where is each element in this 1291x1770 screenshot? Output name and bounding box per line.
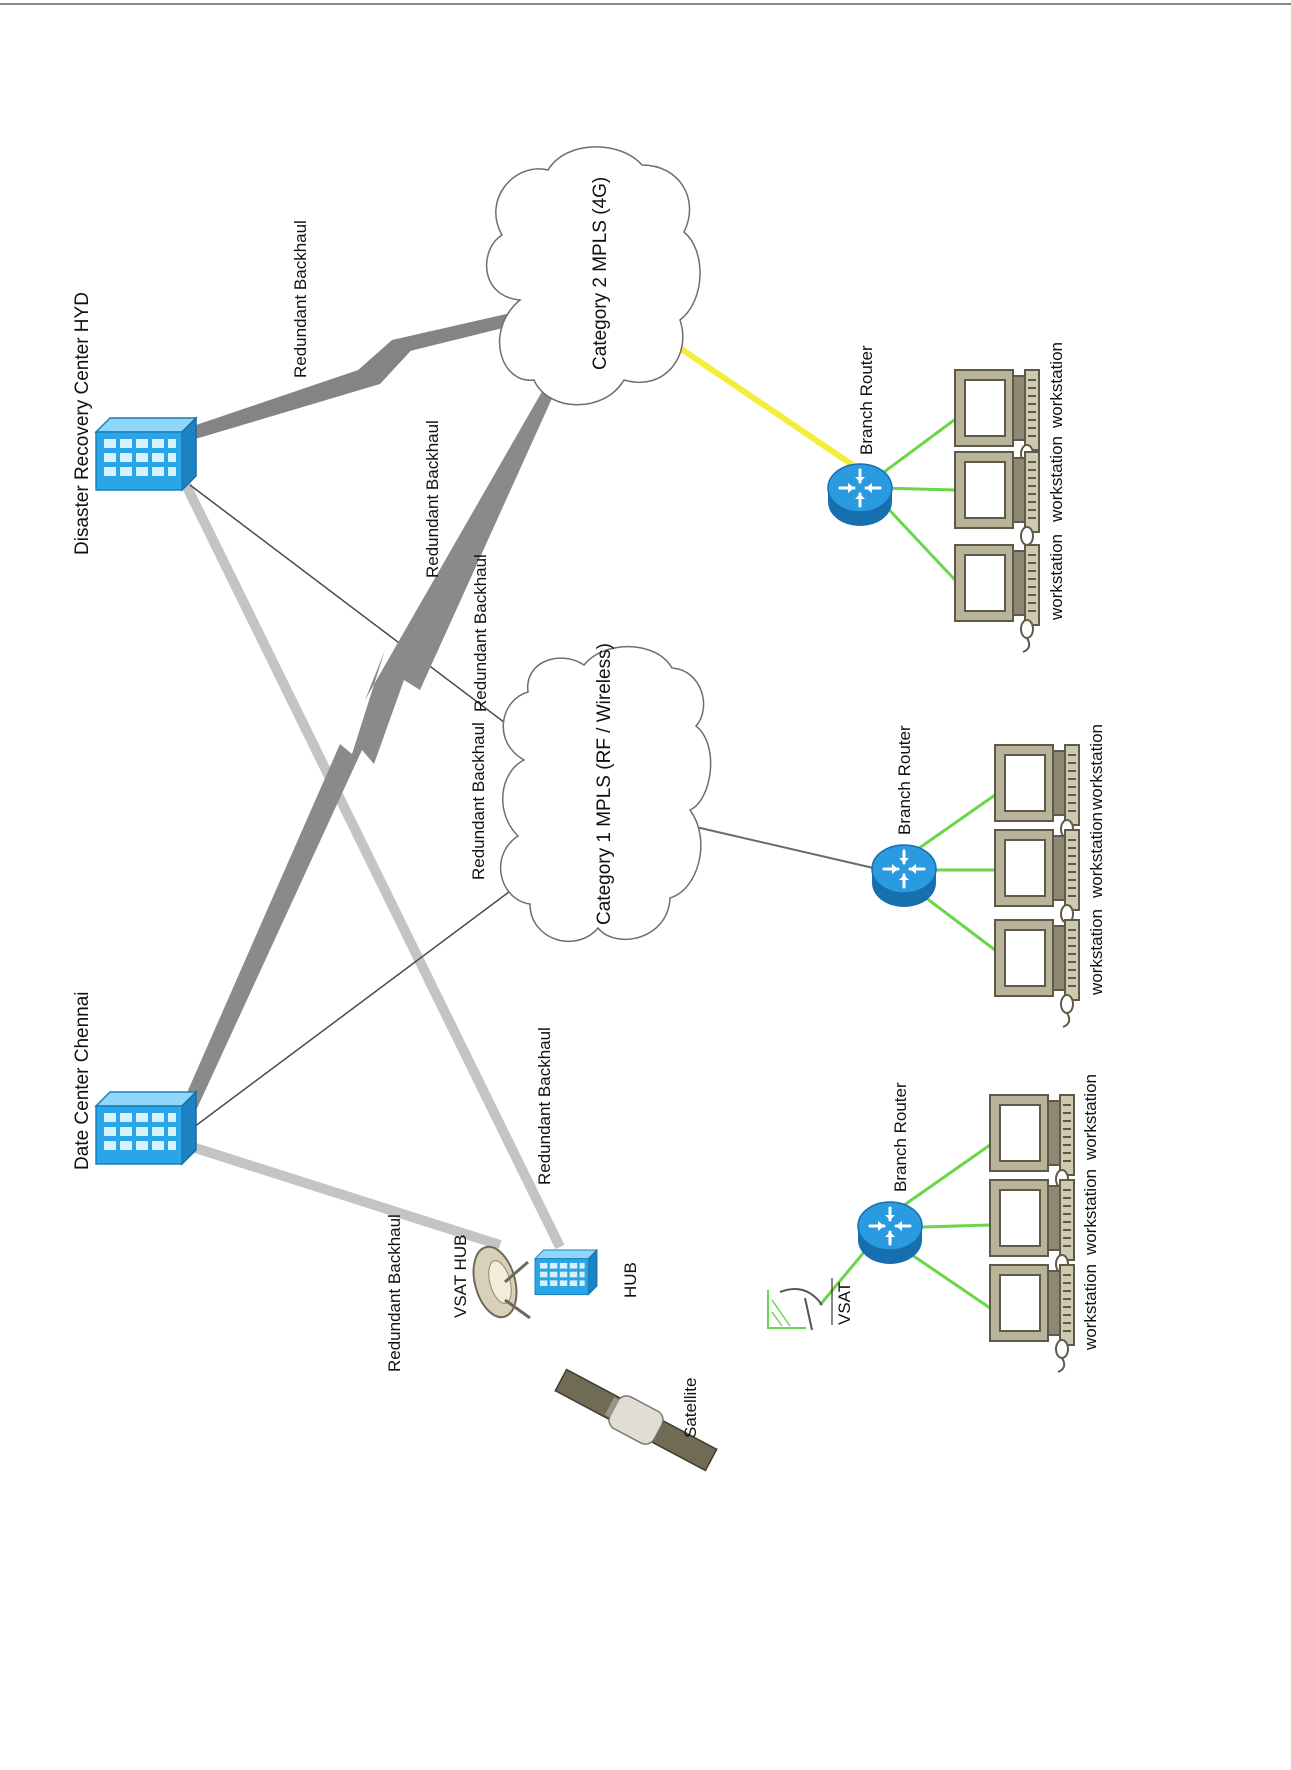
branch-router-label: Branch Router — [857, 345, 876, 455]
backhaul-label: Redundant Backhaul — [471, 554, 490, 712]
link-dr-to-cat2 — [192, 312, 519, 440]
data-center-label: Date Center Chennai — [72, 992, 93, 1171]
cloud-category-1-label: Category 1 MPLS (RF / Wireless) — [594, 643, 615, 925]
link-cat2-to-branch — [666, 337, 862, 473]
hub-label: HUB — [621, 1262, 640, 1298]
link-dc-to-vsat-hub — [184, 1140, 502, 1250]
vsat-hub-label: VSAT HUB — [451, 1235, 470, 1318]
disaster-recovery-server-icon — [95, 417, 197, 491]
workstation-label: workstation — [1087, 724, 1106, 811]
link-dc-to-cat2 — [175, 388, 554, 1128]
workstation-icon — [994, 919, 1080, 1028]
link-dr-to-cat1 — [189, 484, 526, 739]
workstation-label: workstation — [1087, 909, 1106, 996]
cloud-category-2: Category 2 MPLS (4G) — [485, 146, 701, 406]
disaster-recovery-label: Disaster Recovery Center HYD — [72, 292, 93, 555]
satellite-label: Satellite — [681, 1378, 700, 1438]
backhaul-label: Redundant Backhaul — [423, 420, 442, 578]
link-vsat-to-branch — [818, 1244, 872, 1306]
workstation-label: workstation — [1087, 812, 1106, 899]
workstation-label: workstation — [1047, 436, 1066, 523]
workstation-icon — [989, 1264, 1075, 1373]
backhaul-label: Redundant Backhaul — [469, 722, 488, 880]
backhaul-links — [175, 312, 565, 1250]
workstation-icon — [954, 451, 1040, 560]
backhaul-label: Redundant Backhaul — [291, 220, 310, 378]
workstation-label: workstation — [1081, 1264, 1100, 1351]
hub-server-icon — [534, 1249, 598, 1296]
backhaul-label: Redundant Backhaul — [385, 1214, 404, 1372]
branch-router-label: Branch Router — [895, 725, 914, 835]
cloud-category-2-label: Category 2 MPLS (4G) — [590, 177, 611, 370]
workstation-icon — [954, 544, 1040, 653]
vsat-label: VSAT — [835, 1282, 854, 1325]
workstation-label: workstation — [1047, 534, 1066, 621]
branch-router-icon — [870, 843, 938, 909]
vsat-hub-dish-icon — [472, 1245, 531, 1320]
branch-router-icon — [826, 462, 894, 528]
link-dr-to-hub — [181, 482, 565, 1250]
link-cat1-to-branch — [695, 826, 883, 871]
satellite-icon — [554, 1368, 718, 1472]
workstation-label: workstation — [1081, 1074, 1100, 1161]
branch-router-icon — [856, 1200, 924, 1266]
cloud-category-1: Category 1 MPLS (RF / Wireless) — [500, 643, 712, 943]
data-center-server-icon — [95, 1091, 197, 1165]
workstation-label: workstation — [1081, 1169, 1100, 1256]
workstation-label: workstation — [1047, 342, 1066, 429]
vsat-antenna-icon — [767, 1288, 823, 1331]
backhaul-label: Redundant Backhaul — [535, 1027, 554, 1185]
link-dc-to-cat1 — [189, 879, 526, 1131]
branch-router-label: Branch Router — [891, 1082, 910, 1192]
